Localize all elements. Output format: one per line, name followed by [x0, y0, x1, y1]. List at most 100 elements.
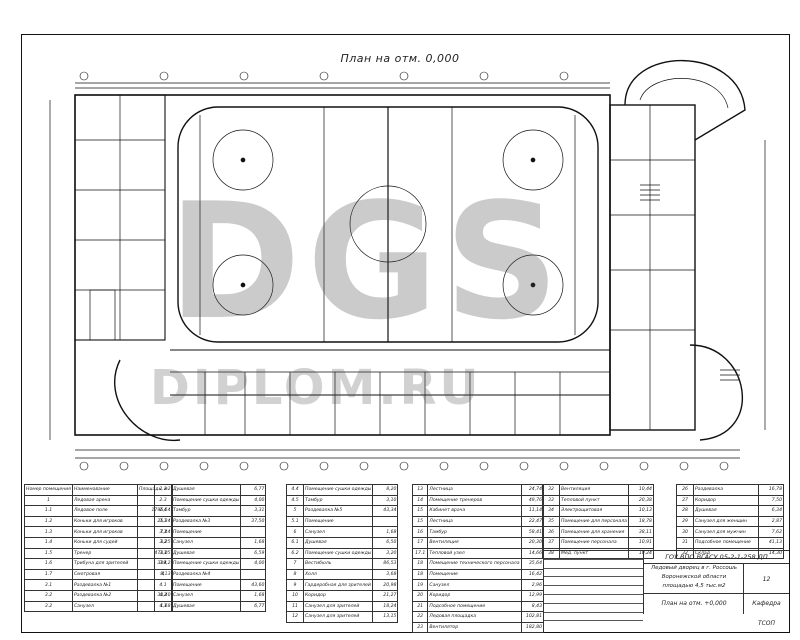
room-number: 15: [411, 515, 429, 528]
room-name: Помещение: [427, 568, 522, 581]
room-number: 5.1: [286, 515, 304, 528]
room-number: 10: [286, 589, 304, 602]
room-name: Ледовая площадка: [427, 611, 522, 623]
room-number: 1: [24, 494, 73, 507]
room-name: Душевая: [170, 547, 242, 560]
room-number: 22: [411, 611, 429, 623]
room-number: 6.2: [286, 547, 304, 560]
room-number: 3.2: [24, 589, 73, 602]
room-name: Помещение технического персонала: [427, 558, 522, 570]
room-number: 14: [411, 494, 429, 507]
room-area: 3,20: [372, 547, 399, 560]
room-name: Санузел: [71, 600, 138, 613]
room-name: Тамбур: [170, 505, 242, 517]
room-number: 5: [286, 505, 304, 517]
room-name: Вестибюль: [302, 558, 374, 570]
room-area: 21,27: [372, 589, 399, 602]
room-number: 3.1: [154, 515, 172, 528]
room-number: 3.2: [154, 536, 172, 549]
room-number: 4.5: [286, 494, 304, 507]
watermark-sub: DIPLOM.RU: [150, 360, 482, 416]
room-number: 6: [286, 526, 304, 538]
room-name: Санузел: [427, 579, 522, 591]
room-area: 6,50: [372, 536, 399, 549]
room-name: Душевая: [170, 484, 242, 496]
drawing-title: План на отм. 0,000: [340, 52, 460, 65]
room-area: 22,47: [520, 515, 545, 528]
room-area: 24,74: [520, 484, 545, 496]
room-name: Помещение сушки одежды: [302, 547, 374, 560]
room-name: Помещение: [170, 526, 242, 538]
room-area: 6,77: [240, 600, 267, 613]
project-line-2: Воронежской области: [661, 574, 727, 580]
room-area: 11,14: [520, 505, 545, 517]
room-name: Помещение сушки одежды: [302, 484, 374, 496]
explication-header-cell: Номер помещения: [24, 484, 73, 496]
room-name: Коньки для игроков: [71, 526, 138, 538]
room-number: 8: [286, 568, 304, 581]
room-name: Трибуна для зрителей: [71, 558, 138, 570]
center-circle: [349, 185, 427, 263]
room-area: 14,30: [758, 547, 784, 560]
room-name: Раздевалка №1: [71, 579, 138, 591]
room-area: 3,31: [240, 505, 267, 517]
room-area: [240, 568, 267, 581]
room-number: 2.4: [154, 505, 172, 517]
room-number: 17: [411, 536, 429, 549]
organization: Кафедра ТСОП: [743, 593, 789, 627]
room-area: 2,96: [520, 579, 545, 591]
room-area: 37,50: [240, 515, 267, 528]
room-number: 3.2: [24, 600, 73, 613]
room-number: 7: [286, 558, 304, 570]
room-number: 32: [542, 484, 560, 496]
room-name: Коридор: [302, 589, 374, 602]
drawing-name: План на отм. +0,000: [643, 593, 744, 614]
room-number: 3.4: [154, 558, 172, 570]
room-area: 20,38: [627, 494, 654, 507]
room-area: [240, 526, 267, 538]
room-number: 3.1: [154, 526, 172, 538]
room-number: 19: [411, 579, 429, 591]
room-number: 2.2: [154, 484, 172, 496]
room-name: Душевая: [302, 536, 374, 549]
room-name: Раздевалка №2: [71, 589, 138, 602]
room-name: Холл: [302, 568, 374, 581]
room-name: Тамбур: [302, 494, 374, 507]
room-number: 12: [286, 611, 304, 623]
room-area: 1,68: [240, 536, 267, 549]
project-name: Ледовый дворец в г. Россошь Воронежской …: [643, 563, 744, 594]
room-number: 9: [286, 579, 304, 591]
room-name: Тренер: [71, 547, 138, 560]
explication-header-cell: Наименование: [71, 484, 138, 496]
room-area: 8,20: [372, 484, 399, 496]
room-number: 15: [411, 505, 429, 517]
room-area: 43,60: [240, 579, 267, 591]
